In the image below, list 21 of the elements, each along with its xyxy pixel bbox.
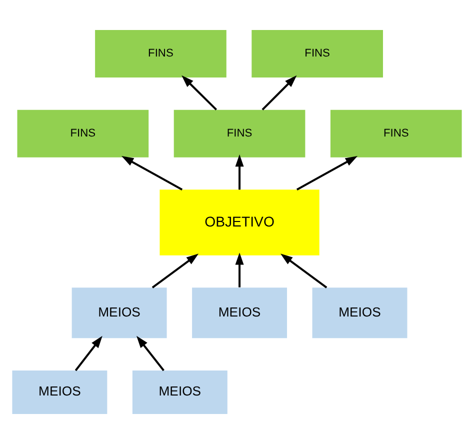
arrow <box>235 252 244 287</box>
node-box: FINS <box>252 30 383 78</box>
arrow <box>262 74 297 110</box>
arrow <box>280 253 328 288</box>
node-box: MEIOS <box>12 370 108 414</box>
node-box: OBJETIVO <box>160 189 320 255</box>
arrow <box>152 253 199 288</box>
node-box: MEIOS <box>72 287 167 338</box>
arrow <box>136 335 164 371</box>
arrow <box>296 156 358 190</box>
arrow <box>122 156 183 190</box>
node-box: FINS <box>17 109 149 157</box>
arrow <box>74 335 102 371</box>
node-box: FINS <box>174 109 306 157</box>
node-box: FINS <box>95 30 226 78</box>
node-box: MEIOS <box>192 287 287 338</box>
arrow <box>182 74 218 110</box>
node-box: MEIOS <box>132 370 228 414</box>
node-box: FINS <box>330 109 462 157</box>
arrow <box>235 154 244 190</box>
node-box: MEIOS <box>312 287 408 338</box>
